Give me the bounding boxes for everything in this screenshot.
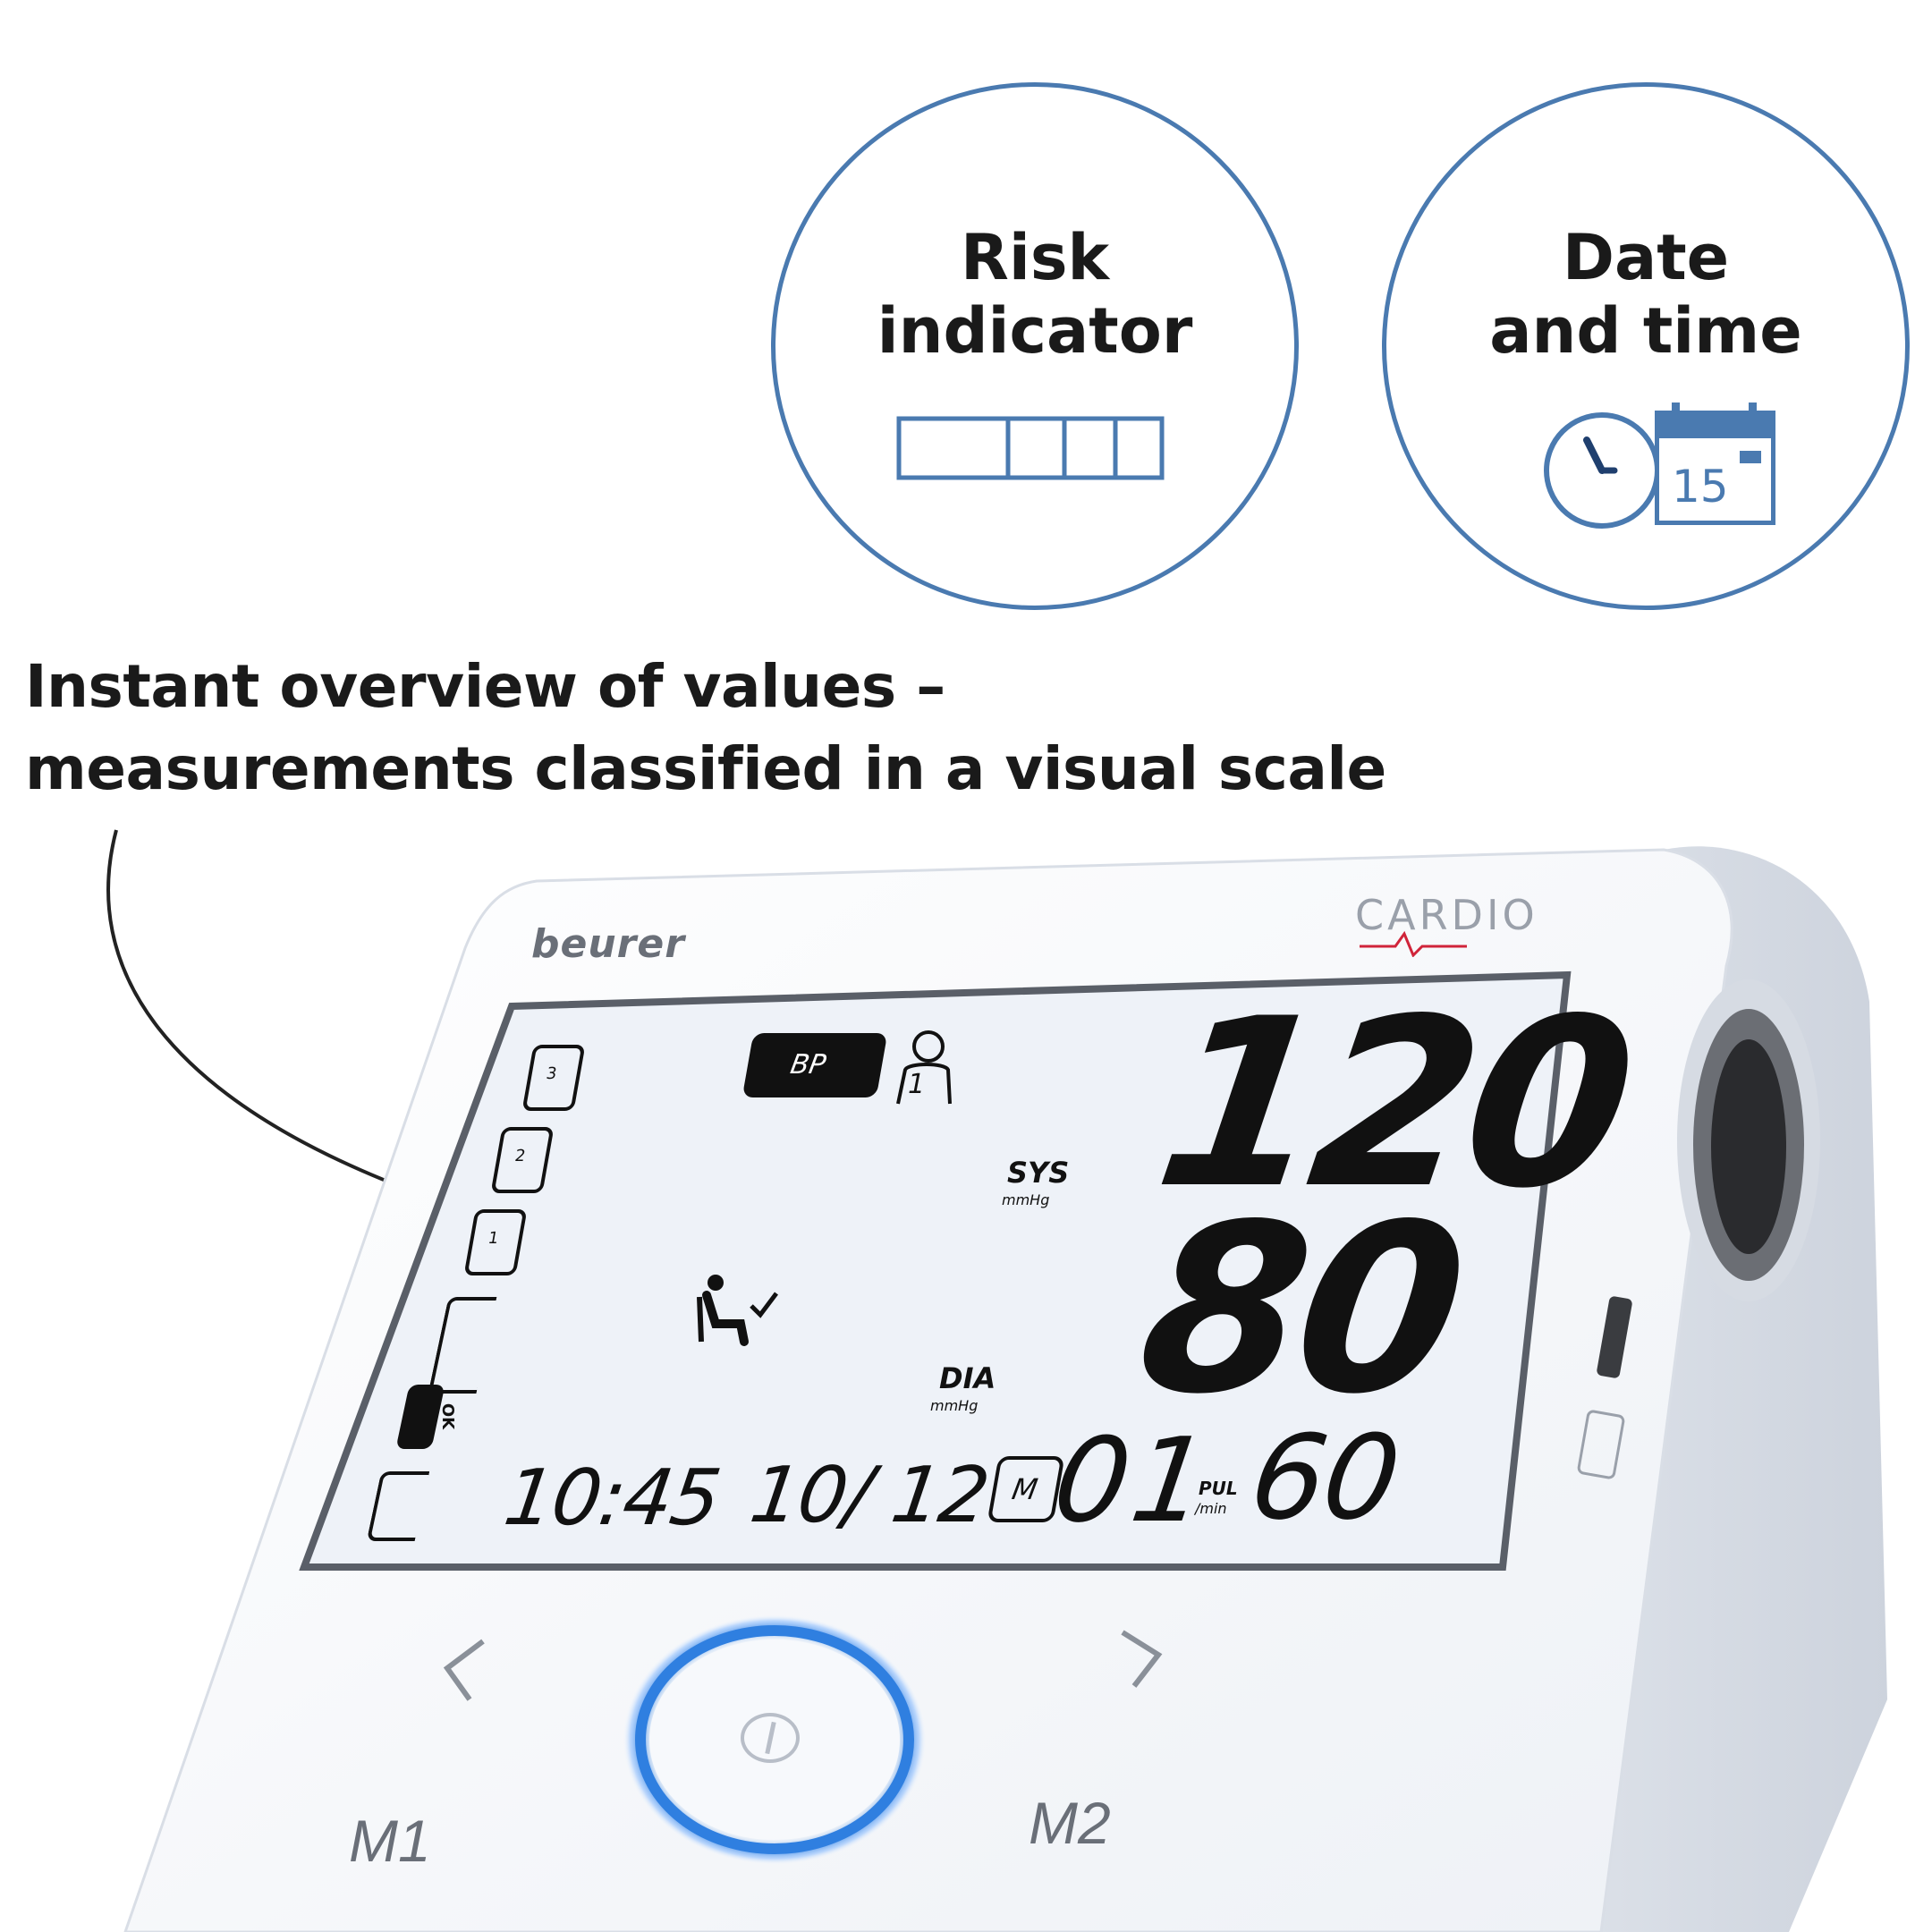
date-time-badge: Date and time 15 xyxy=(1382,82,1910,610)
pulse-unit: /min xyxy=(1195,1500,1227,1517)
calendar-icon: 15 xyxy=(1655,402,1775,525)
systolic-unit: mmHg xyxy=(1002,1191,1050,1208)
time-display: 10:45 xyxy=(498,1453,724,1543)
posture-check-icon xyxy=(697,1275,778,1346)
risk-indicator-badge: Risk indicator xyxy=(771,82,1299,610)
user-icon xyxy=(896,1030,952,1105)
pulse-value: 60 xyxy=(1242,1410,1407,1546)
cardio-pulse-icon xyxy=(1360,930,1467,957)
m2-button[interactable]: M2 xyxy=(1029,1790,1111,1856)
brand-logo: beurer xyxy=(531,921,685,967)
pulse-label: PUL xyxy=(1199,1478,1238,1499)
diastolic-label: DIA xyxy=(939,1361,996,1395)
next-button[interactable] xyxy=(1109,1619,1172,1699)
cardio-logo: CARDIO xyxy=(1355,891,1538,939)
diastolic-unit: mmHg xyxy=(930,1397,979,1414)
mode-badge: BP xyxy=(741,1033,888,1097)
user-number: 1 xyxy=(908,1069,926,1100)
previous-button[interactable] xyxy=(429,1628,492,1708)
power-button[interactable] xyxy=(649,1640,900,1840)
date-time-title: Date and time xyxy=(1489,221,1802,368)
scale-ok-label: OK xyxy=(438,1402,458,1430)
power-icon[interactable] xyxy=(741,1713,800,1763)
date-display: 10/ 12 xyxy=(744,1451,994,1540)
memory-number: 01 xyxy=(1046,1412,1221,1548)
headline: Instant overview of values – measurement… xyxy=(25,652,1386,803)
risk-scale-icon xyxy=(896,416,1165,480)
diastolic-value: 80 xyxy=(1125,1175,1474,1445)
systolic-label: SYS xyxy=(1007,1156,1070,1190)
m1-button[interactable]: M1 xyxy=(349,1808,431,1874)
calendar-day: 15 xyxy=(1672,461,1729,513)
risk-indicator-title: Risk indicator xyxy=(877,221,1193,368)
